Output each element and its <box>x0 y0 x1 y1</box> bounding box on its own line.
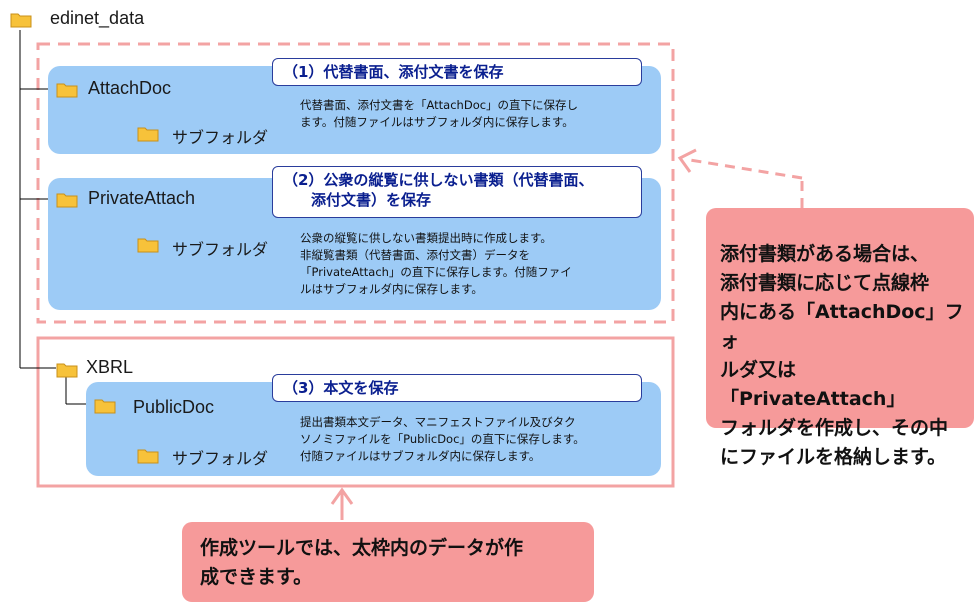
privateattach-subfolder-label: サブフォルダ <box>172 240 269 259</box>
folder-icon <box>137 449 159 464</box>
root-folder-label: edinet_data <box>50 8 145 28</box>
folder-icon <box>10 13 32 28</box>
attachdoc-callout: （1）代替書面、添付文書を保存 <box>272 58 642 86</box>
solid-frame <box>36 336 675 488</box>
privateattach-folder-label: PrivateAttach <box>88 188 196 208</box>
publicdoc-folder-label: PublicDoc <box>133 397 215 417</box>
folder-icon <box>56 363 78 378</box>
privateattach-callout: （2）公衆の縦覧に供しない書類（代替書面、 添付文書）を保存 <box>272 166 642 218</box>
publicdoc-subfolder-label: サブフォルダ <box>172 449 269 468</box>
folder-icon <box>56 193 78 208</box>
bottom-note: 作成ツールでは、太枠内のデータが作 成できます。 <box>182 522 594 602</box>
attachdoc-folder-label: AttachDoc <box>88 78 172 98</box>
attachdoc-description: 代替書面、添付文書を「AttachDoc」の直下に保存し ます。付随ファイルはサ… <box>300 98 579 129</box>
dashed-arrow <box>677 148 804 208</box>
folder-icon <box>94 399 116 414</box>
privateattach-description: 公衆の縦覧に供しない書類提出時に作成します。 非縦覧書類（代替書面、添付文書）デ… <box>300 231 572 296</box>
folder-icon <box>56 83 78 98</box>
xbrl-folder-label: XBRL <box>86 357 134 377</box>
publicdoc-callout: （3）本文を保存 <box>272 374 642 402</box>
attachdoc-subfolder-label: サブフォルダ <box>172 128 269 147</box>
folder-icon <box>137 127 159 142</box>
folder-icon <box>137 238 159 253</box>
right-note: 添付書類がある場合は、 添付書類に応じて点線枠 内にある「AttachDoc」フ… <box>706 208 974 468</box>
up-arrow <box>330 487 354 520</box>
dashed-frame <box>36 42 675 324</box>
publicdoc-description: 提出書類本文データ、マニフェストファイル及びタク ソノミファイルを「Public… <box>300 415 585 463</box>
